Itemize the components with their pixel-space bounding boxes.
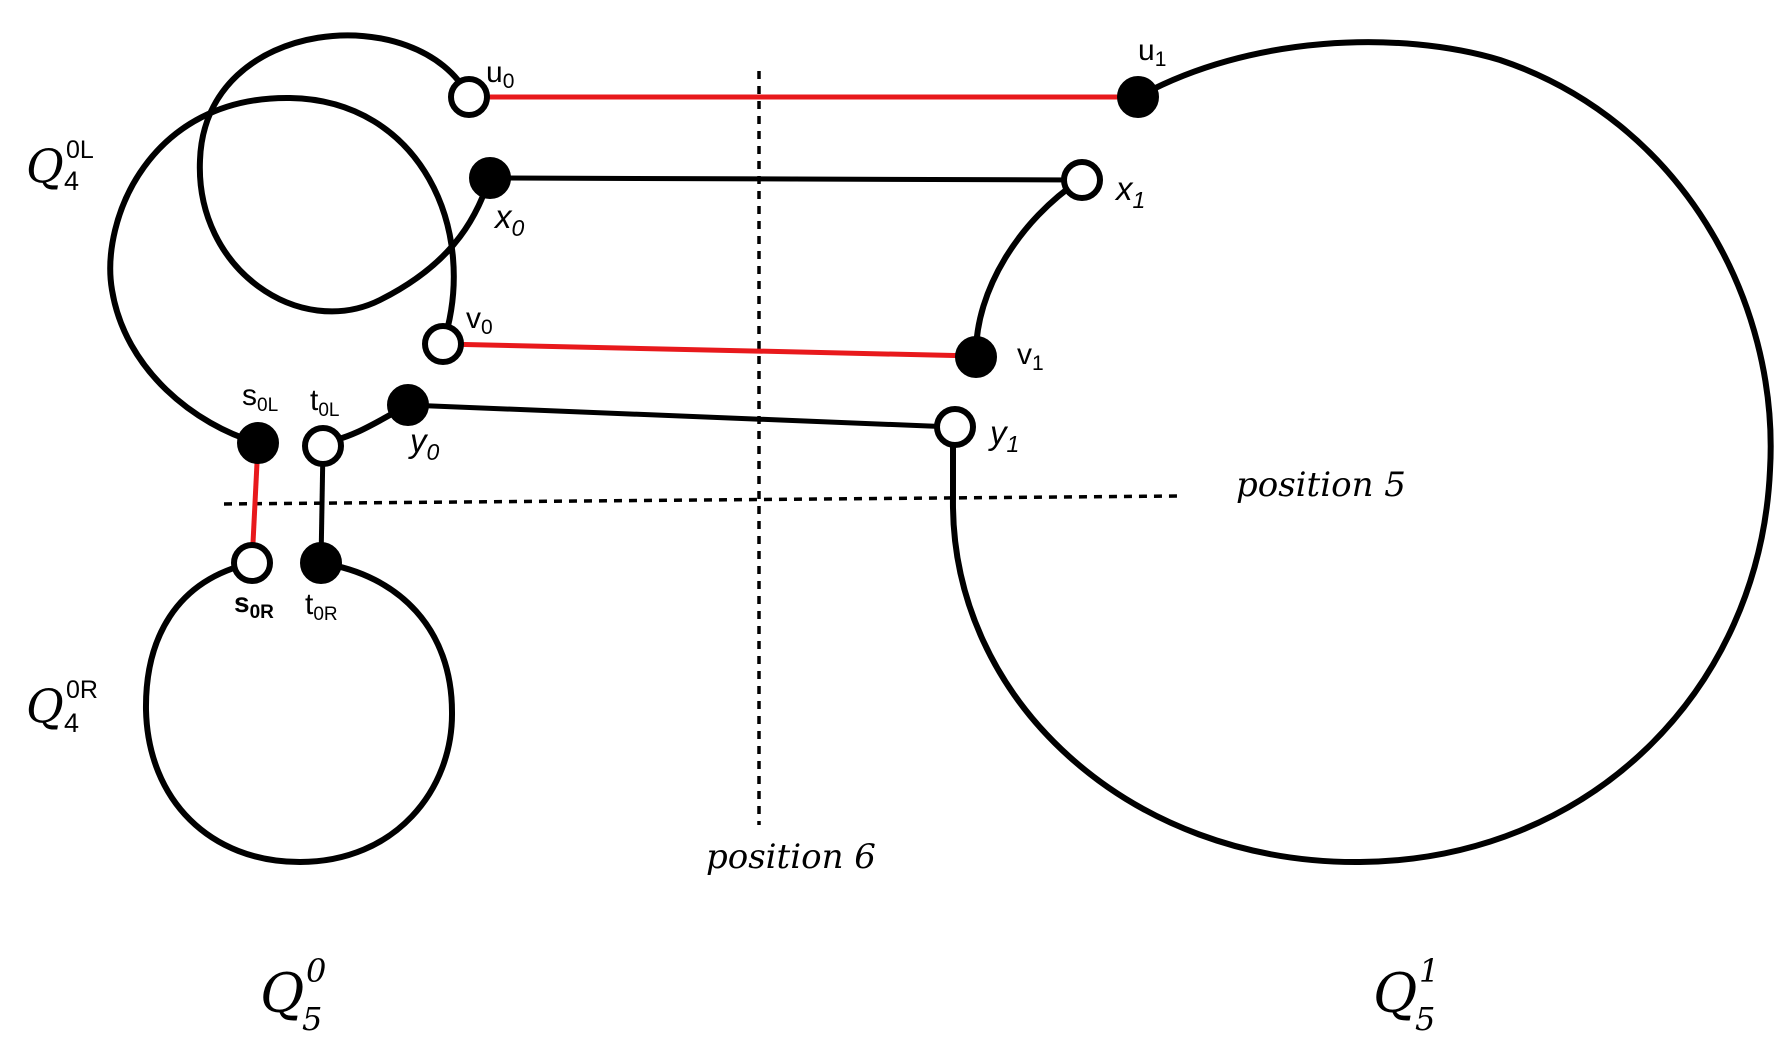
position-6-label: position 6 — [706, 837, 876, 877]
vertex-x0 — [469, 157, 511, 199]
vertex-y0 — [387, 384, 429, 426]
label-v1: v1 — [1017, 338, 1044, 375]
edge-x0-x1 — [489, 175, 1081, 183]
label-x0: x0 — [493, 198, 525, 241]
cycle-arc-u1-y1 — [949, 39, 1774, 866]
arc-x1-v1 — [972, 177, 1083, 359]
label-v0: v0 — [466, 302, 493, 339]
label-t0L: t0L — [310, 384, 339, 421]
vertex-u0 — [448, 76, 490, 118]
label-u0: u0 — [486, 56, 514, 93]
vertex-t0L — [302, 425, 344, 467]
edge-v0-v1 — [442, 341, 977, 359]
label-s0L: s0L — [242, 379, 278, 416]
label-u1: u1 — [1138, 34, 1166, 71]
position-5-label: position 5 — [1236, 465, 1406, 505]
vertex-u1 — [1117, 76, 1159, 118]
vertex-v1 — [955, 336, 997, 378]
label-x1: x1 — [1114, 170, 1145, 213]
cycle-arc-v0-s0L — [107, 94, 457, 446]
cycle-arc-s0R-t0R — [142, 560, 456, 866]
label-s0R: s0R — [234, 587, 274, 623]
label-t0R: t0R — [305, 588, 338, 625]
cycle-arc-u0-x0 — [196, 32, 493, 315]
vertex-t0R — [300, 542, 342, 584]
vertex-s0R — [231, 542, 273, 584]
label-y0: y0 — [408, 422, 440, 465]
vertex-s0L — [237, 422, 279, 464]
vertex-x1 — [1061, 159, 1103, 201]
position-5-divider — [223, 494, 1181, 506]
vertex-v0 — [422, 323, 464, 365]
edge-y0-y1 — [407, 402, 954, 430]
label-y1: y1 — [988, 414, 1019, 457]
vertex-y1 — [934, 406, 976, 448]
